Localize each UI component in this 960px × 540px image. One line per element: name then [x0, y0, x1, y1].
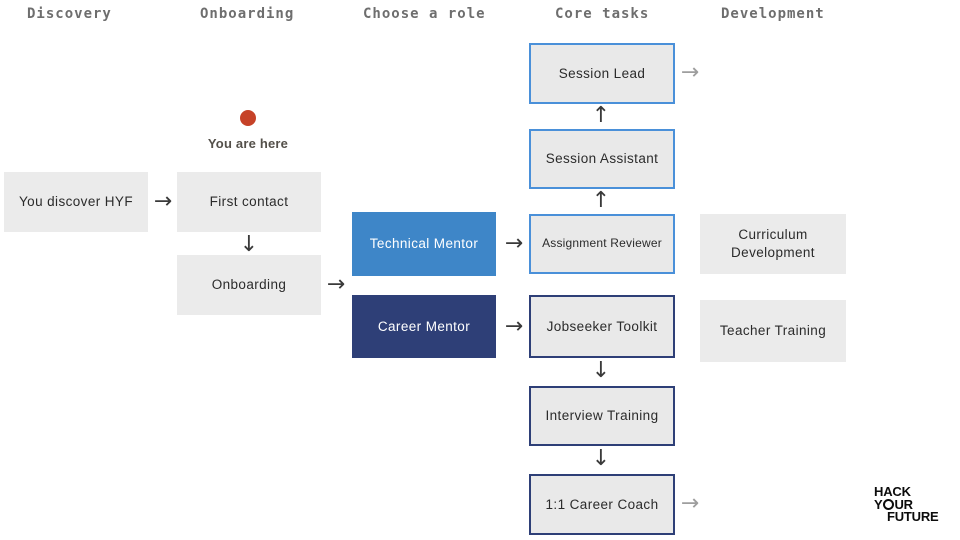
node-curriculum-development: Curriculum Development — [700, 214, 846, 274]
arrow-right-gray-icon: → — [680, 491, 700, 516]
column-header-discovery: Discovery — [27, 6, 112, 22]
logo-your-y: Y — [874, 496, 883, 512]
column-header-choose-a-role: Choose a role — [363, 6, 486, 22]
node-session-assistant: Session Assistant — [529, 129, 675, 189]
arrow-right-icon: → — [153, 189, 173, 214]
logo-line-your: Y UR — [874, 496, 952, 512]
hackyourfuture-logo: HACK Y UR FUTURE — [874, 484, 952, 524]
arrow-right-icon: → — [326, 272, 346, 297]
node-teacher-training: Teacher Training — [700, 300, 846, 362]
column-header-core-tasks: Core tasks — [555, 6, 650, 22]
node-assignment-reviewer: Assignment Reviewer — [529, 214, 675, 274]
arrow-right-icon: → — [504, 314, 524, 339]
arrow-down-icon: ↓ — [591, 358, 611, 383]
logo-line-future: FUTURE — [887, 509, 939, 524]
node-first-contact: First contact — [177, 172, 321, 232]
column-header-development: Development — [721, 6, 825, 22]
logo-line-hack: HACK — [874, 484, 911, 499]
column-header-onboarding: Onboarding — [200, 6, 295, 22]
node-you-discover-hyf: You discover HYF — [4, 172, 148, 232]
arrow-up-icon: ↑ — [591, 188, 611, 213]
node-career-mentor: Career Mentor — [352, 295, 496, 358]
node-jobseeker-toolkit: Jobseeker Toolkit — [529, 295, 675, 358]
logo-your-ur: UR — [894, 496, 913, 512]
node-onboarding: Onboarding — [177, 255, 321, 315]
node-interview-training: Interview Training — [529, 386, 675, 446]
node-technical-mentor: Technical Mentor — [352, 212, 496, 276]
arrow-right-gray-icon: → — [680, 60, 700, 85]
node-career-coach: 1:1 Career Coach — [529, 474, 675, 535]
you-are-here-dot-icon — [240, 110, 256, 126]
arrow-down-icon: ↓ — [239, 232, 259, 257]
arrow-down-icon: ↓ — [591, 446, 611, 471]
node-session-lead: Session Lead — [529, 43, 675, 104]
logo-o-ring-icon — [882, 498, 894, 510]
arrow-up-icon: ↑ — [591, 103, 611, 128]
you-are-here-label: You are here — [207, 136, 289, 151]
arrow-right-icon: → — [504, 231, 524, 256]
